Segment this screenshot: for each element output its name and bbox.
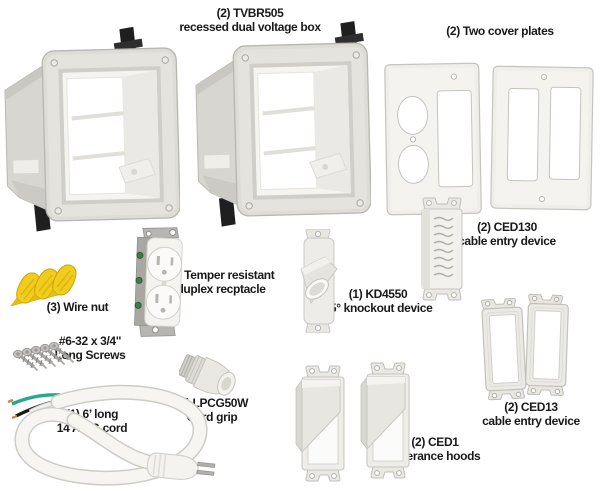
power-cord-image (7, 384, 216, 486)
cover-plate-image-1 (384, 62, 482, 216)
label-screws-line2: Long Screws (54, 348, 126, 363)
label-wire-nut: (3) Wire nut (20, 300, 135, 314)
label-recessed-box: (2) TVBR505 recessed dual voltage box (160, 6, 340, 34)
label-ced13-line2: cable entry device (482, 414, 580, 429)
label-receptacle-line2: duplex recptacle (176, 282, 266, 297)
wire-nuts-image (10, 264, 77, 306)
ced1-hood-image-1 (295, 365, 345, 482)
label-recessed-box-line2: recessed dual voltage box (179, 20, 321, 35)
label-ced130: (2) CED130 cable entry device (452, 220, 562, 248)
label-ced1-line2: enterance hoods (389, 449, 481, 464)
label-wire-nut-line1: (3) Wire nut (46, 300, 109, 314)
ced130-image (421, 197, 463, 301)
label-ced1: (2) CED1 enterance hoods (385, 435, 485, 463)
cover-plate-image-2 (490, 65, 594, 211)
label-ced13: (2) CED13 cable entry device (478, 400, 584, 428)
knockout-device-image (300, 229, 338, 333)
label-ced13-line1: (2) CED13 (504, 400, 558, 414)
label-recessed-box-line1: (2) TVBR505 (216, 6, 284, 20)
ced13-frame-image-2 (525, 293, 569, 397)
ced13-frame-image-1 (481, 297, 527, 401)
receptacle-image (134, 227, 183, 337)
ced1-hood-image-2 (360, 362, 410, 479)
label-cover-plates-line1: (2) Two cover plates (446, 24, 554, 38)
label-receptacle-line1: (1) Temper resistant (167, 268, 275, 282)
label-cover-plates: (2) Two cover plates (430, 24, 570, 38)
recessed-box-image-1 (4, 26, 180, 232)
label-screws-line1: #6-32 x 3/4" (58, 334, 122, 348)
label-screws: #6-32 x 3/4" Long Screws (40, 334, 140, 362)
label-receptacle: (1) Temper resistant duplex recptacle (160, 268, 282, 296)
label-ced130-line1: (2) CED130 (477, 220, 537, 234)
label-knockout-line2: 45° knockout device (323, 301, 433, 316)
label-ced1-line1: (2) CED1 (411, 435, 459, 449)
label-knockout: (1) KD4550 45° knockout device (318, 287, 438, 315)
cord-grip-image (179, 354, 236, 396)
recessed-box-image-2 (195, 21, 371, 227)
screws-image (13, 340, 75, 373)
label-knockout-line1: (1) KD4550 (348, 287, 408, 301)
label-ced130-line2: cable entry device (458, 234, 556, 249)
